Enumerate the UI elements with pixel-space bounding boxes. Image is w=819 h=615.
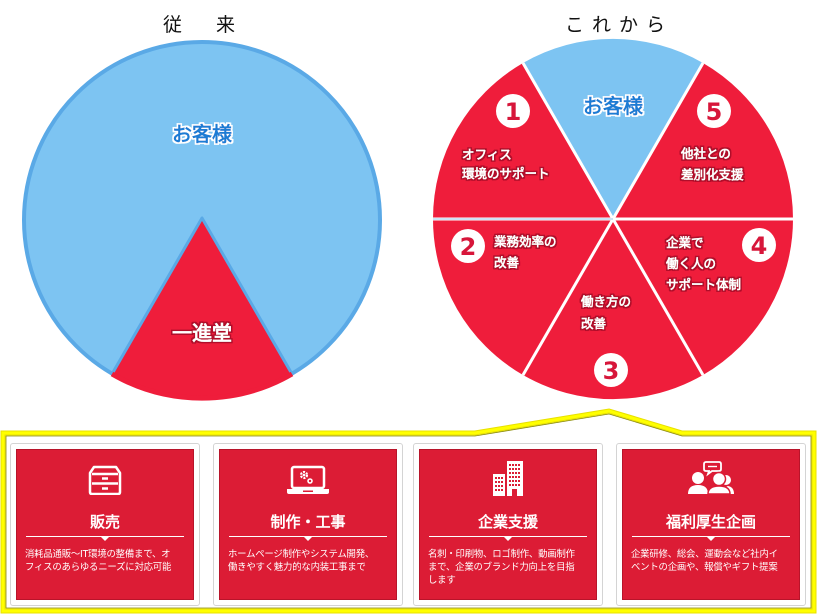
drawer-cabinet-icon <box>88 465 122 495</box>
left-chart-title: 従 来 <box>163 14 236 36</box>
description-line: まで、企業のブランド力向上を目指 <box>428 562 575 573</box>
card-description: 消耗品通販〜IT環境の整備まで、オ フィスのあらゆるニーズに対応可能 <box>25 548 187 574</box>
office-buildings-icon <box>493 461 523 496</box>
segment-3-content: 働き方の 改善 3 <box>580 294 631 387</box>
right-customer-label: お客様 <box>583 94 644 118</box>
segment-label-line: 働く人の <box>665 256 716 271</box>
number-badge <box>742 228 776 262</box>
pie-charts: お客様 一進堂 お客様 1 オフィス 環境のサポート <box>22 38 794 401</box>
segment-number: 4 <box>751 232 768 260</box>
caret-down-icon <box>303 536 313 541</box>
segment-label-line: 働き方の <box>580 294 631 309</box>
segment-label-line: 他社との <box>680 146 731 161</box>
segment-label-line: 改善 <box>581 316 607 331</box>
card-title: 販売 <box>89 513 120 531</box>
left-company-label: 一進堂 <box>172 321 232 345</box>
card-title: 福利厚生企画 <box>665 513 756 531</box>
segment-3 <box>523 219 703 400</box>
segment-label-line: 業務効率の <box>493 234 557 249</box>
segment-1 <box>432 63 613 219</box>
left-customer-label: お客様 <box>172 122 233 146</box>
people-chat-icon <box>688 461 734 495</box>
left-pie: お客様 一進堂 <box>22 40 382 401</box>
segment-label-line: 改善 <box>494 255 520 270</box>
caret-down-icon <box>706 536 716 541</box>
right-chart-title: これから <box>565 14 674 36</box>
card-panel: 福利厚生企画 企業研修、総会、運動会など社内イ ベントの企画や、報償やギフト提案 <box>622 449 800 600</box>
service-card-business-support[interactable]: 企業支援 名刺・印刷物、ロゴ制作、動画制作 まで、企業のブランド力向上を目指 し… <box>413 443 603 606</box>
segment-5 <box>613 63 794 219</box>
description-line: します <box>428 575 456 586</box>
card-description: 名刺・印刷物、ロゴ制作、動画制作 まで、企業のブランド力向上を目指 します <box>428 548 590 587</box>
customer-slice <box>523 38 703 219</box>
segment-label-line: 環境のサポート <box>462 166 550 181</box>
segment-label-line: 企業で <box>665 235 704 250</box>
caret-down-icon <box>503 536 513 541</box>
description-line: フィスのあらゆるニーズに対応可能 <box>25 562 172 573</box>
segment-label-line: オフィス <box>462 147 512 162</box>
segment-label-line: サポート体制 <box>666 277 741 292</box>
service-card-production[interactable]: 制作・工事 ホームページ制作やシステム開発、 働きやすく魅力的な内装工事まで <box>213 443 403 606</box>
segment-label-line: 差別化支援 <box>680 167 744 182</box>
number-badge <box>594 353 628 387</box>
description-line: 消耗品通販〜IT環境の整備まで、オ <box>25 549 171 560</box>
segment-5-content: 5 他社との 差別化支援 <box>680 94 744 182</box>
segment-number: 5 <box>706 98 723 126</box>
number-badge <box>496 94 530 128</box>
description-line: 名刺・印刷物、ロゴ制作、動画制作 <box>428 549 575 560</box>
right-pie: お客様 1 オフィス 環境のサポート 2 業務効率の 改善 働き方の 改善 3 … <box>432 38 794 400</box>
card-panel: 制作・工事 ホームページ制作やシステム開発、 働きやすく魅力的な内装工事まで <box>219 449 397 600</box>
segment-number: 1 <box>505 98 522 126</box>
number-badge <box>451 229 485 263</box>
description-line: ベントの企画や、報償やギフト提案 <box>631 562 778 573</box>
service-cards: 販売 消耗品通販〜IT環境の整備まで、オ フィスのあらゆるニーズに対応可能 制作… <box>10 443 809 606</box>
service-card-sales[interactable]: 販売 消耗品通販〜IT環境の整備まで、オ フィスのあらゆるニーズに対応可能 <box>10 443 200 606</box>
card-description: 企業研修、総会、運動会など社内イ ベントの企画や、報償やギフト提案 <box>631 548 793 574</box>
laptop-gear-icon <box>287 465 329 494</box>
segment-4 <box>613 219 794 375</box>
service-card-welfare-planning[interactable]: 福利厚生企画 企業研修、総会、運動会など社内イ ベントの企画や、報償やギフト提案 <box>616 443 806 606</box>
description-line: 企業研修、総会、運動会など社内イ <box>631 549 778 560</box>
caret-down-icon <box>100 536 110 541</box>
segment-number: 2 <box>460 233 477 261</box>
segment-2-content: 2 業務効率の 改善 <box>451 229 557 270</box>
segment-1-content: 1 オフィス 環境のサポート <box>462 94 550 181</box>
number-badge <box>697 94 731 128</box>
card-description: ホームページ制作やシステム開発、 働きやすく魅力的な内装工事まで <box>228 548 390 574</box>
description-line: 働きやすく魅力的な内装工事まで <box>228 562 366 573</box>
card-title: 企業支援 <box>477 513 538 531</box>
segment-4-content: 企業で 働く人の サポート体制 4 <box>665 228 776 292</box>
description-line: ホームページ制作やシステム開発、 <box>228 549 375 560</box>
card-title: 制作・工事 <box>270 513 346 531</box>
card-panel: 企業支援 名刺・印刷物、ロゴ制作、動画制作 まで、企業のブランド力向上を目指 し… <box>419 449 597 600</box>
segment-number: 3 <box>603 357 620 385</box>
card-panel: 販売 消耗品通販〜IT環境の整備まで、オ フィスのあらゆるニーズに対応可能 <box>16 449 194 600</box>
